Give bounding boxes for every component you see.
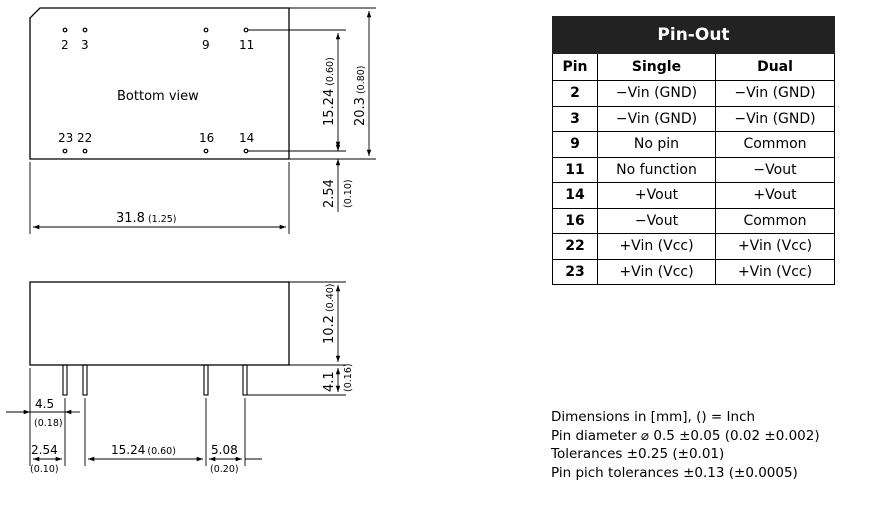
dual-cell: +Vout [715,182,835,209]
table-row: 16 −Vout Common [552,207,835,234]
pin-9-dot [203,27,209,33]
pin-cell: 23 [552,258,598,285]
pin-label-11: 11 [239,38,254,52]
table-row: 9 No pin Common [552,131,835,158]
pinout-header-row: Pin Single Dual [552,53,835,81]
extension-lines-bottom-view [29,7,376,234]
table-row: 11 No function −Vout [552,156,835,183]
pin-14-dot [243,148,249,154]
single-cell: No pin [597,131,716,158]
pinout-title: Pin-Out [552,16,835,54]
dim-end-offset-inch: (0.18) [34,418,63,429]
pin-cell: 2 [552,80,598,107]
pin-label-14: 14 [239,131,254,145]
pin-leg-1 [62,364,68,396]
table-row: 2 −Vin (GND) −Vin (GND) [552,80,835,107]
note-line: Dimensions in [mm], () = Inch [551,409,756,425]
header-pin: Pin [552,53,598,81]
single-cell: +Vin (Vcc) [597,258,716,285]
pin-cell: 22 [552,233,598,260]
header-dual: Dual [715,53,835,81]
note-line: Tolerances ±0.25 (±0.01) [551,446,725,462]
pin-16-dot [203,148,209,154]
pin-label-2: 2 [61,38,69,52]
pin-label-22: 22 [77,131,92,145]
pin-cell: 11 [552,156,598,183]
table-row: 22 +Vin (Vcc) +Vin (Vcc) [552,233,835,260]
dim-pin-pitch: 5.08 [211,443,238,457]
single-cell: +Vout [597,182,716,209]
dual-cell: Common [715,207,835,234]
dim-pin-length: 4.1 [322,371,337,392]
table-row: 3 −Vin (GND) −Vin (GND) [552,105,835,132]
bottom-view-label: Bottom view [117,89,199,104]
pin-cell: 9 [552,131,598,158]
dim-pin-length-inch: (0.16) [343,363,354,392]
side-view-body [29,281,290,366]
dim-length: 31.8(1.25) [116,211,177,226]
dim-first-pin-inch: (0.10) [30,464,59,475]
dual-cell: +Vin (Vcc) [715,258,835,285]
note-line: Pin diameter ⌀ 0.5 ±0.05 (0.02 ±0.002) [551,427,820,444]
dual-cell: +Vin (Vcc) [715,233,835,260]
pin-cell: 14 [552,182,598,209]
dim-end-offset: 4.5 [35,397,54,411]
dim-pin-span: 15.24(0.60) [111,443,176,457]
single-cell: −Vout [597,207,716,234]
pin-11-dot [243,27,249,33]
pin-2-dot [62,27,68,33]
dual-cell: −Vin (GND) [715,105,835,132]
dim-edge-offset: 2.54 [322,179,337,208]
table-row: 23 +Vin (Vcc) +Vin (Vcc) [552,258,835,285]
dim-edge-offset-inch: (0.10) [343,179,354,208]
dimension-notes: Dimensions in [mm], () = Inch Pin diamet… [551,408,820,482]
single-cell: −Vin (GND) [597,105,716,132]
dual-cell: Common [715,131,835,158]
extension-lines-side-view [29,281,346,466]
dim-pin-pitch-inch: (0.20) [210,464,239,475]
header-single: Single [597,53,716,81]
dual-cell: −Vout [715,156,835,183]
single-cell: +Vin (Vcc) [597,233,716,260]
pin-dots-top [62,27,249,33]
pin-leg-3 [203,364,209,396]
dim-width: 20.3(0.80) [353,65,368,126]
pin-cell: 16 [552,207,598,234]
pin-label-3: 3 [81,38,89,52]
dim-height: 10.2(0.40) [322,283,337,344]
bottom-view-outline [29,7,290,160]
single-cell: −Vin (GND) [597,80,716,107]
table-row: 14 +Vout +Vout [552,182,835,209]
pin-leg-2 [82,364,88,396]
note-line: Pin pich tolerances ±0.13 (±0.0005) [551,464,798,481]
pin-leg-4 [242,364,248,396]
pin-23-dot [62,148,68,154]
pin-22-dot [82,148,88,154]
single-cell: No function [597,156,716,183]
dim-pin-row-spacing: 15.24(0.60) [322,57,337,126]
pin-3-dot [82,27,88,33]
pinout-table: Pin-Out Pin Single Dual 2 −Vin (GND) −Vi… [552,16,835,285]
dual-cell: −Vin (GND) [715,80,835,107]
dim-first-pin: 2.54 [31,443,58,457]
pin-label-16: 16 [199,131,214,145]
side-view-pins [62,364,248,396]
pin-label-23: 23 [58,131,73,145]
pin-dots-bottom [62,148,249,154]
pin-label-9: 9 [202,38,210,52]
pin-cell: 3 [552,105,598,132]
